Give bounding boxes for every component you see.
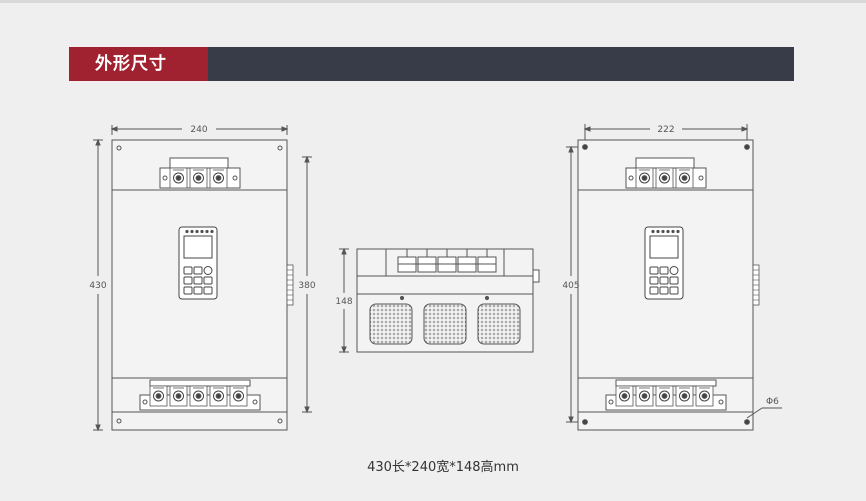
section-title: 外形尺寸 <box>69 47 208 81</box>
hole-diameter-label: Φ6 <box>766 397 779 407</box>
side-view <box>339 247 540 354</box>
dimensions-caption: 430长*240宽*148高mm <box>367 460 519 475</box>
front-width-label: 240 <box>190 125 207 135</box>
back-width-label: 222 <box>657 125 674 135</box>
front-view <box>93 125 312 432</box>
top-divider <box>0 0 866 3</box>
side-height-label: 148 <box>335 297 352 307</box>
front-hole-span-label: 380 <box>298 281 315 291</box>
front-height-label: 430 <box>89 281 106 291</box>
back-height-label: 405 <box>562 281 579 291</box>
back-view <box>566 124 782 431</box>
